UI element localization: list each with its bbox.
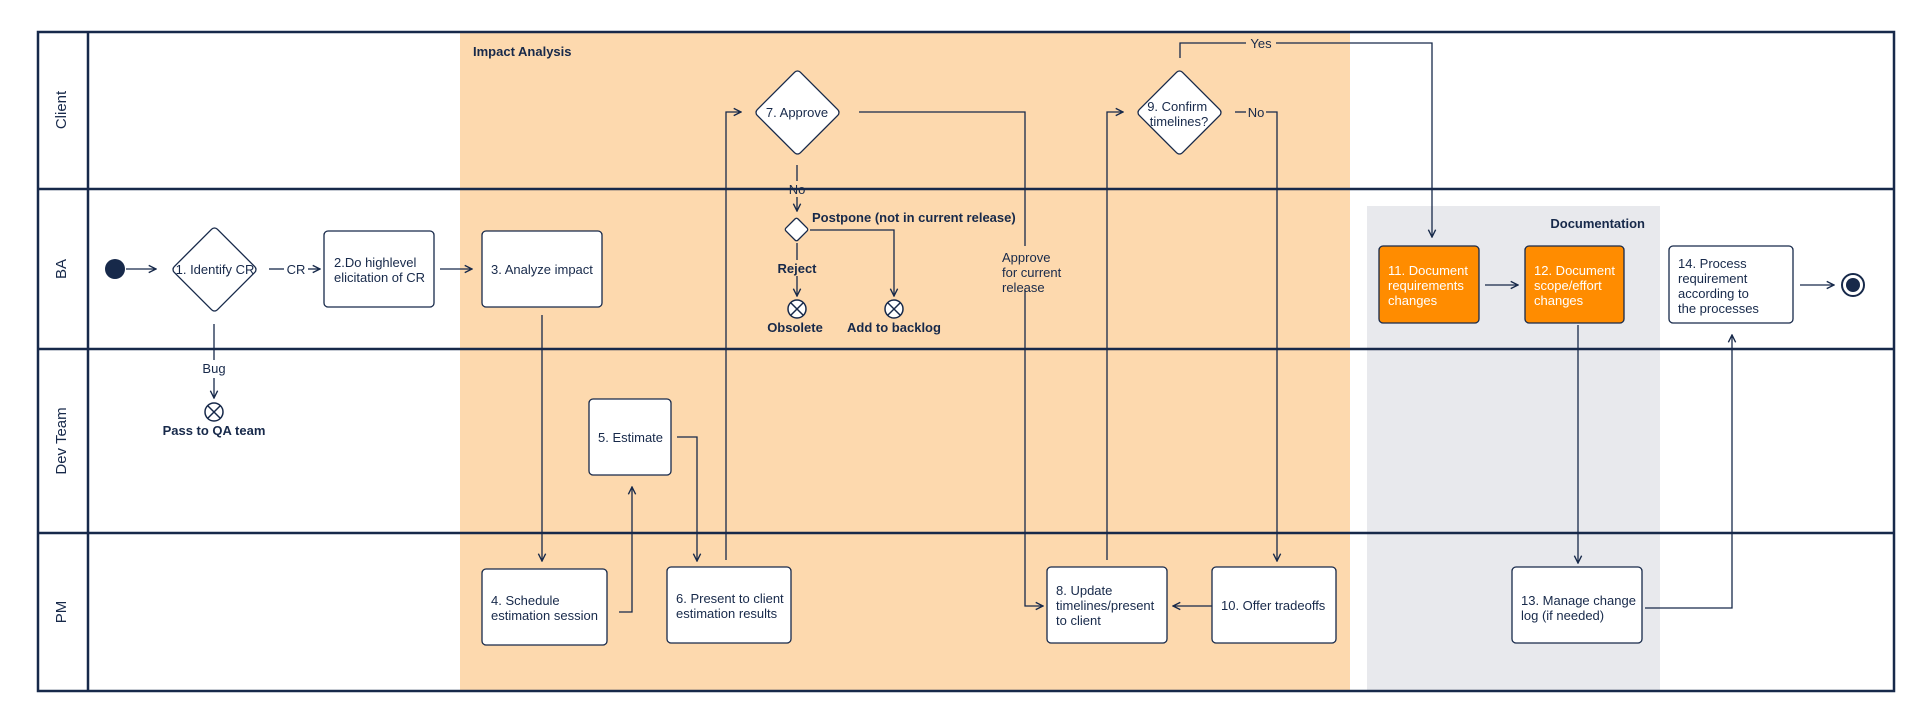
confirm-yes-label: Yes <box>1250 36 1272 51</box>
postpone-label: Postpone (not in current release) <box>812 210 1016 225</box>
pass-to-qa-terminator-icon <box>204 402 224 422</box>
reject-label: Reject <box>777 261 817 276</box>
step-5-box <box>588 398 672 476</box>
lane-label-ba: BA <box>53 259 70 279</box>
step-10-box <box>1211 566 1337 644</box>
step-12-box <box>1524 245 1625 324</box>
lane-label-dev-team: Dev Team <box>53 407 70 474</box>
decision-approve <box>755 70 840 155</box>
pass-to-qa-label: Pass to QA team <box>163 423 266 438</box>
bug-label: Bug <box>202 361 225 376</box>
lane-label-client: Client <box>53 90 70 129</box>
end-event <box>1841 273 1865 297</box>
step-2-label: 2.Do highlevel elicitation of CR <box>334 255 425 285</box>
step-13-box <box>1511 566 1643 644</box>
lane-label-pm: PM <box>53 601 70 624</box>
step-8-box <box>1046 566 1168 644</box>
step-14-label: 14. Process requirement according to the… <box>1678 256 1759 316</box>
step-3-label: 3. Analyze impact <box>491 262 593 277</box>
step-12-label: 12. Document scope/effort changes <box>1534 263 1619 308</box>
step-11-label: 11. Document requirements changes <box>1388 263 1472 308</box>
step-5-label: 5. Estimate <box>598 430 663 445</box>
step-9-label: 9. Confirm timelines? <box>1147 99 1211 129</box>
step-6-label: 6. Present to client estimation results <box>676 591 787 621</box>
decision-confirm-timelines <box>1137 70 1222 155</box>
start-event <box>105 259 125 279</box>
obsolete-label: Obsolete <box>767 320 823 335</box>
step-7-label: 7. Approve <box>766 105 828 120</box>
approve-no-label: No <box>789 182 806 197</box>
impact-analysis-title: Impact Analysis <box>473 44 572 59</box>
decision-postpone-reject <box>784 217 809 242</box>
step-14-box <box>1668 245 1794 324</box>
approve-for-release-label: Approve for current release <box>1002 250 1065 295</box>
swimlane-frame <box>36 30 1896 693</box>
documentation-title: Documentation <box>1550 216 1645 231</box>
step-8-label: 8. Update timelines/present to client <box>1056 583 1158 628</box>
step-11-box <box>1378 245 1480 324</box>
step-10-label: 10. Offer tradeoffs <box>1221 598 1326 613</box>
step-13-label: 13. Manage change log (if needed) <box>1521 593 1640 623</box>
step-1-label: 1. Identify CR <box>176 262 255 277</box>
obsolete-terminator-icon <box>787 299 807 319</box>
confirm-no-label: No <box>1248 105 1265 120</box>
step-6-box <box>666 566 792 644</box>
cr-label: CR <box>287 262 306 277</box>
step-2-box <box>323 230 435 308</box>
backlog-terminator-icon <box>884 299 904 319</box>
impact-analysis-area <box>460 33 1350 690</box>
step-4-box <box>481 568 608 646</box>
decision-identify-cr <box>172 227 257 312</box>
add-to-backlog-label: Add to backlog <box>847 320 941 335</box>
step-4-label: 4. Schedule estimation session <box>491 593 598 623</box>
step-3-box <box>481 230 603 308</box>
